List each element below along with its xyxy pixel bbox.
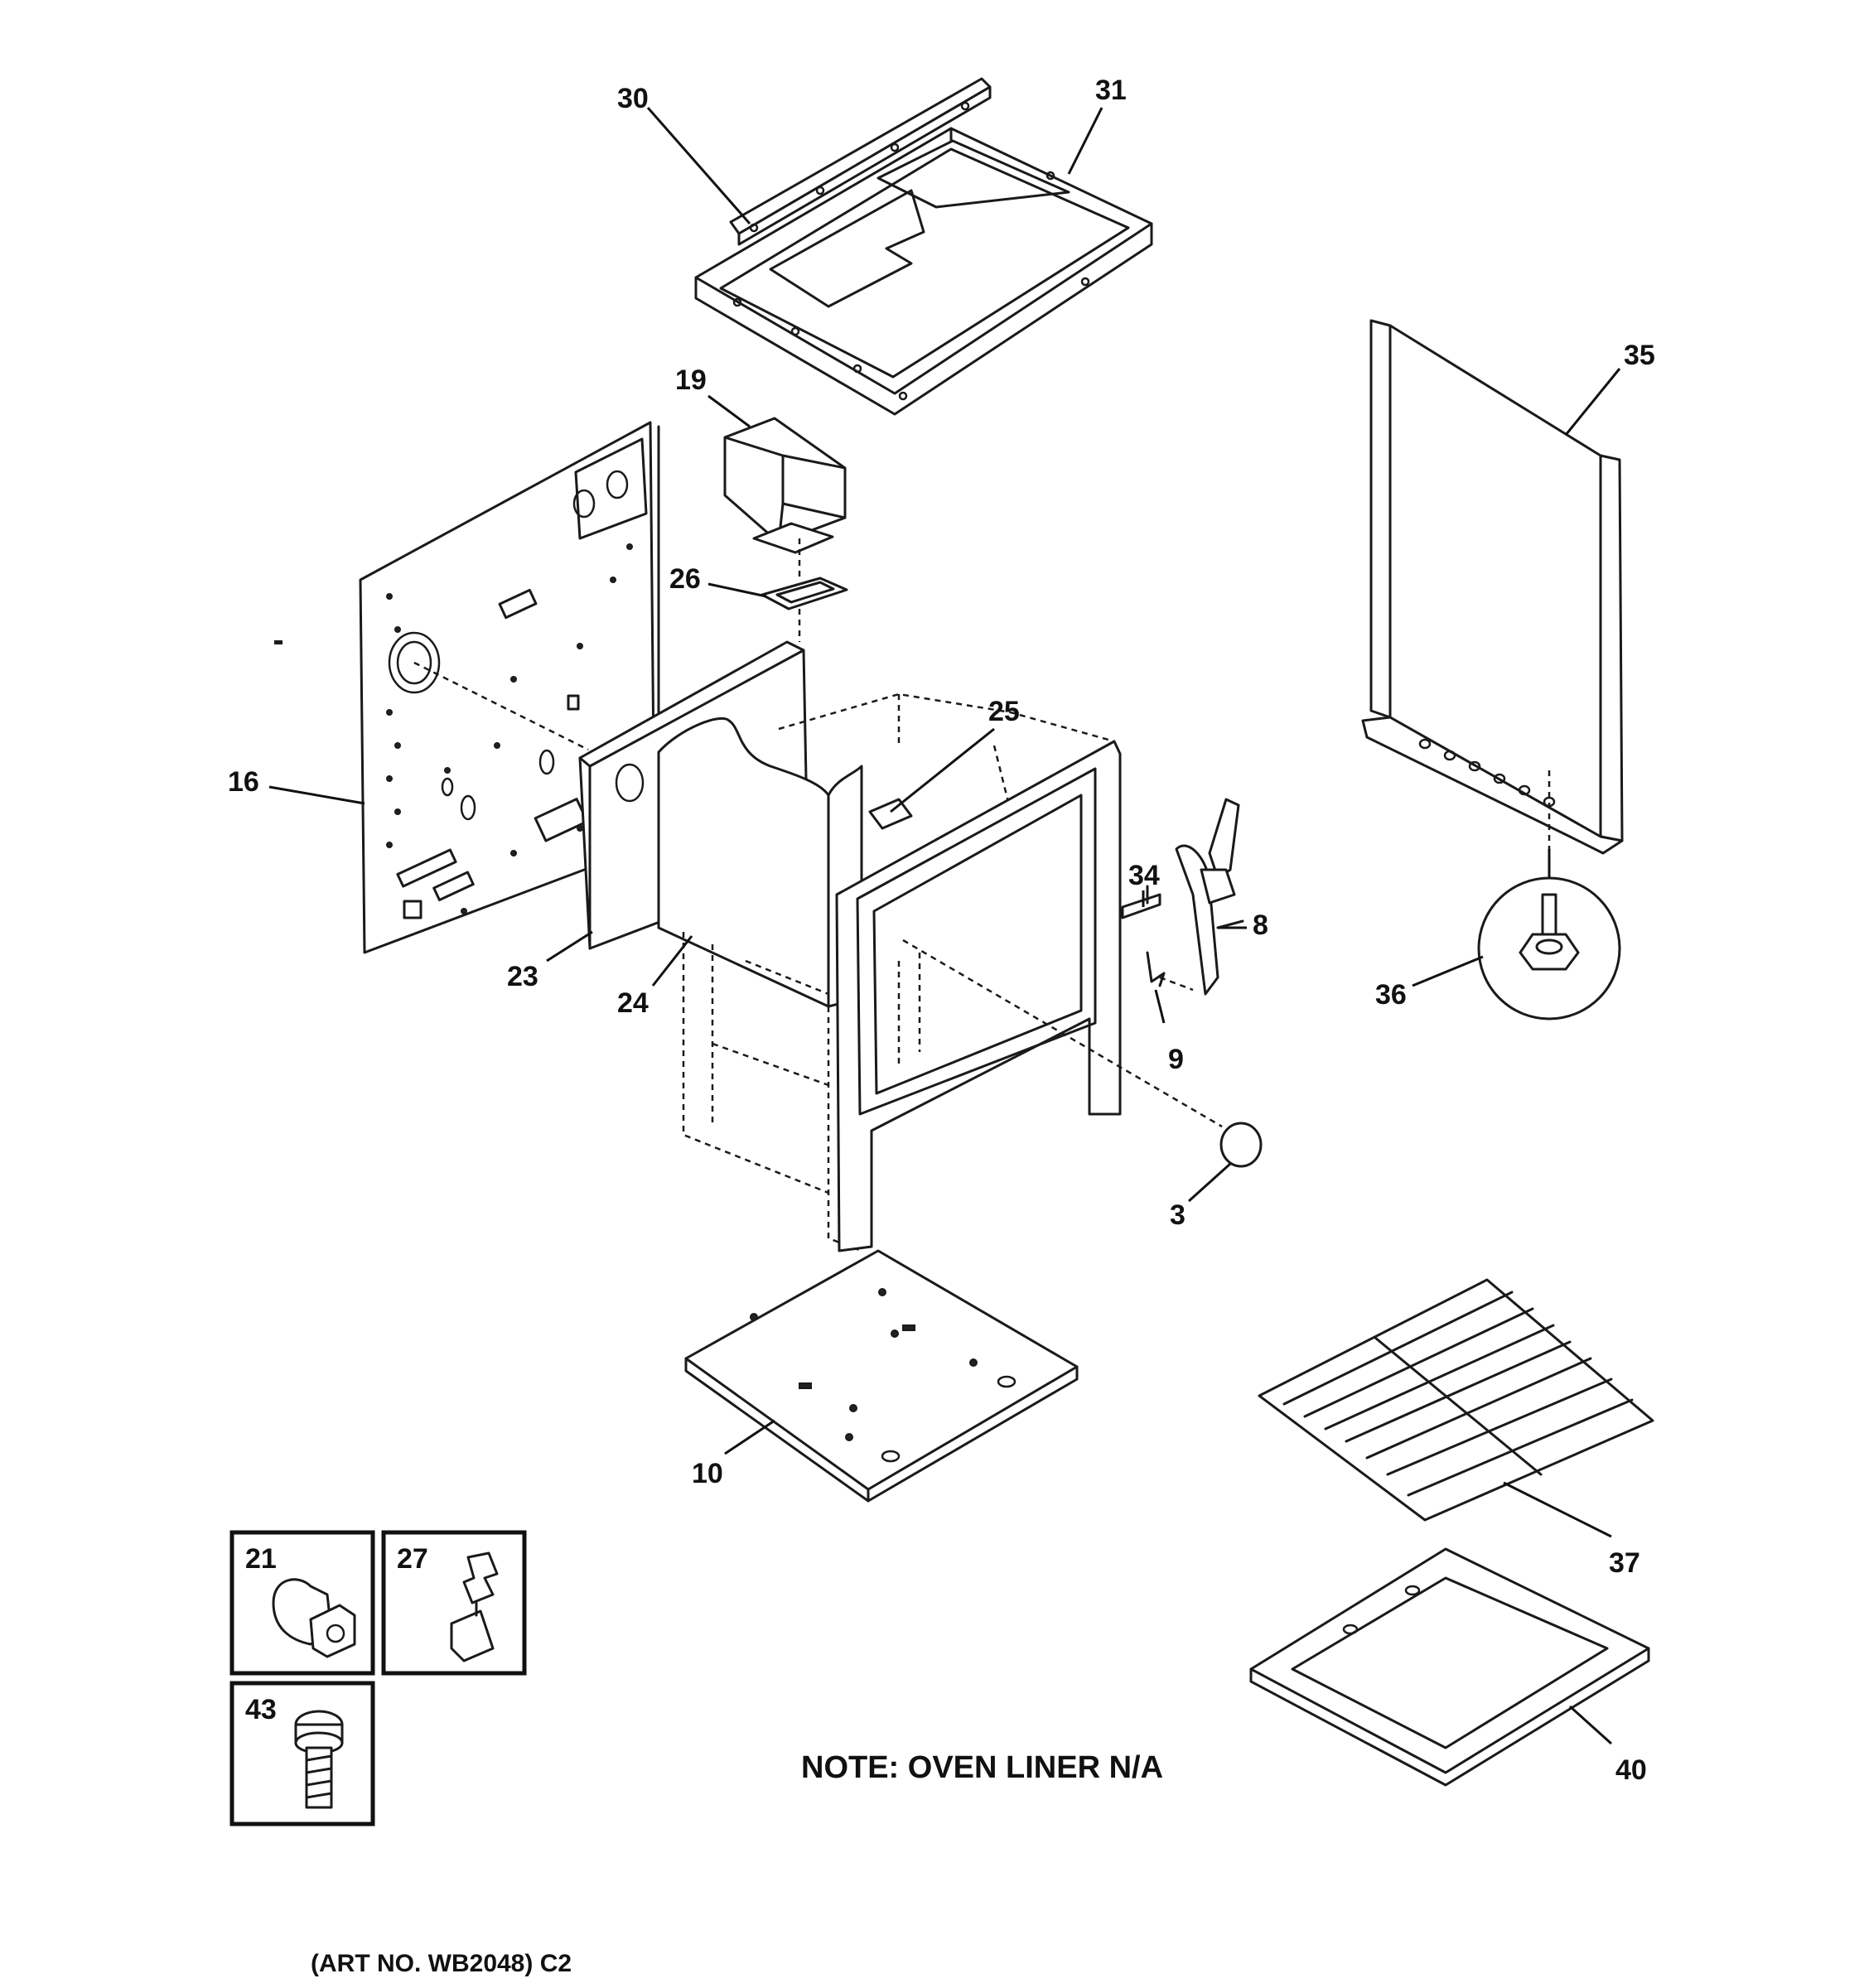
callout-24: 24 — [617, 987, 649, 1019]
callout-36: 36 — [1375, 979, 1407, 1011]
callout-31: 31 — [1095, 75, 1127, 106]
part-10-oven-bottom — [684, 1249, 1079, 1503]
part-31-main-top-frame — [694, 127, 1153, 416]
part-35-side-panel — [1361, 319, 1624, 855]
callout-8: 8 — [1253, 910, 1268, 941]
part-8-hinge — [1175, 798, 1244, 996]
callout-40: 40 — [1615, 1754, 1647, 1786]
inset-part-27 — [381, 1530, 527, 1676]
part-24-wrap-insulation — [657, 717, 863, 1008]
callout-26: 26 — [669, 563, 701, 595]
part-9-clip — [1146, 951, 1166, 987]
inset-part-43 — [229, 1681, 375, 1826]
callout-10: 10 — [692, 1458, 723, 1489]
note-oven-liner: NOTE: OVEN LINER N/A — [801, 1750, 1163, 1785]
callout-25: 25 — [988, 696, 1020, 727]
part-19-vent-duct — [723, 417, 847, 554]
callout-9: 9 — [1168, 1044, 1184, 1075]
part-30-top-front-channel — [729, 77, 992, 246]
inset-part-21 — [229, 1530, 375, 1676]
part-25-gasket — [868, 798, 913, 830]
callout-3: 3 — [1170, 1199, 1186, 1231]
callout-23: 23 — [507, 961, 538, 992]
scan-specks — [274, 640, 282, 644]
callout-35: 35 — [1624, 340, 1655, 371]
callout-27: 27 — [397, 1543, 428, 1575]
front-frame — [835, 740, 1122, 1252]
part-36-leveling-leg — [1477, 849, 1621, 1021]
callout-37: 37 — [1609, 1547, 1640, 1579]
callout-34: 34 — [1128, 860, 1160, 891]
callout-43: 43 — [245, 1694, 277, 1725]
callout-labels: 30 31 19 26 35 25 16 34 8 23 24 9 36 3 1… — [228, 75, 1655, 1786]
connection-lines — [413, 538, 1551, 992]
part-3-plug — [902, 939, 1263, 1168]
part-37-oven-rack — [1258, 1278, 1654, 1522]
leader-lines — [268, 107, 1621, 1745]
part-40-tray — [1249, 1547, 1650, 1787]
part-34-bracket — [1121, 885, 1161, 919]
part-26-gasket — [761, 577, 848, 610]
part-16-back-panel — [359, 421, 660, 954]
callout-21: 21 — [245, 1543, 277, 1575]
callout-30: 30 — [617, 83, 649, 114]
callout-16: 16 — [228, 766, 259, 798]
art-number: (ART NO. WB2048) C2 — [311, 1950, 572, 1977]
callout-19: 19 — [675, 364, 707, 396]
